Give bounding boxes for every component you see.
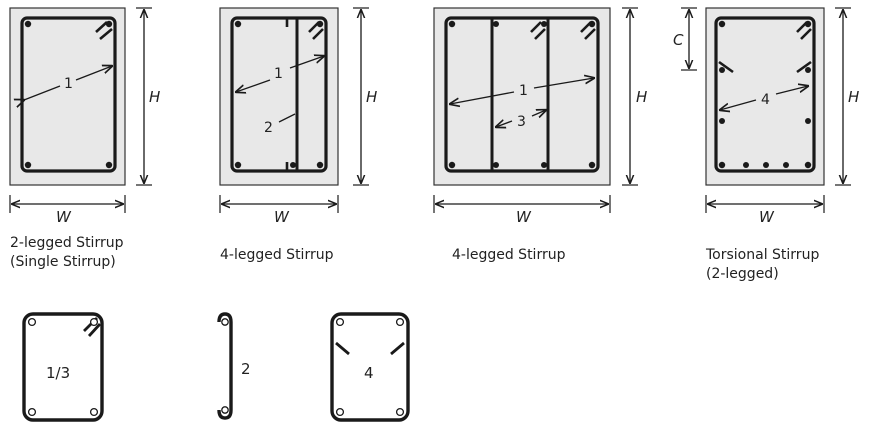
stirrup-outer [714,16,816,173]
callout-line [720,99,757,110]
callout-line [289,56,324,69]
rebar-dots [234,20,324,169]
legend-torsional-stirrup: 4 [330,312,410,422]
callout-number: 1 [64,76,73,92]
section-2-legged: 1 H W [9,7,160,226]
caption-torsional: Torsional Stirrup (2-legged) [706,246,819,284]
hook [530,21,546,40]
side-bar-tie [718,60,812,74]
stirrup-inner [490,16,550,173]
legend-single-leg-tie: 2 [217,312,251,420]
callout-number: 4 [761,92,770,108]
section-torsional: 4 C H W [673,7,859,226]
callout-line [775,86,808,95]
cover-label: C [673,31,684,49]
caption-line-1: 2-legged Stirrup [10,235,124,251]
stirrup-outer [230,16,328,173]
legend-stirrup-1-3: 1/3 [22,312,104,422]
section-4-legged-b: 1 3 H W [433,7,647,226]
width-label: W [56,208,72,226]
width-label: W [274,208,290,226]
legend-stirrup-shape [330,312,410,422]
rebar-circles [335,317,405,417]
caption-line-2: (Single Stirrup) [10,254,116,270]
width-label: W [516,208,532,226]
height-label: H [149,88,160,106]
callout-line [533,78,594,89]
concrete-section [219,7,339,186]
hook [95,21,113,40]
legend-label: 1/3 [46,364,70,382]
callout-number: 1 [519,83,528,99]
single-leg-tie [285,16,299,173]
height-label: H [636,88,647,106]
callout-line [496,121,513,127]
callout-line [236,79,271,92]
callout-line [531,110,546,116]
height-label: H [366,88,377,106]
stirrup-outer [20,16,117,173]
caption-4-legged-b: 4-legged Stirrup [452,246,565,265]
rebar-dots [718,20,812,169]
caption-line-1: Torsional Stirrup [706,247,820,263]
legend-label: 4 [364,364,374,382]
concrete-section [433,7,611,186]
legend-label: 2 [241,360,251,378]
caption-4-legged-a: 4-legged Stirrup [220,246,333,265]
caption-line-2: (2-legged) [706,266,779,282]
caption-2-legged: 2-legged Stirrup (Single Stirrup) [10,234,123,272]
legend-stirrup-shape [22,312,104,422]
legend-tie-shape [217,312,233,420]
callout-line [75,66,112,81]
concrete-section [9,7,126,186]
side-bar-tie [335,341,405,356]
callout-line [278,113,296,123]
callout-number: 2 [264,120,273,136]
section-4-legged-a: 1 2 H W [219,7,377,226]
caption-line-1: 4-legged Stirrup [220,247,334,263]
height-label: H [848,88,859,106]
rebar-circles [221,318,229,414]
callout-number: 3 [517,114,526,130]
callout-line [24,85,61,100]
width-label: W [759,208,775,226]
rebar-dots [24,20,113,169]
rebar-circles [27,317,99,417]
callout-number: 1 [274,66,283,82]
caption-line-1: 4-legged Stirrup [452,247,566,263]
rebar-dots [448,20,596,169]
callout-line [450,91,515,104]
